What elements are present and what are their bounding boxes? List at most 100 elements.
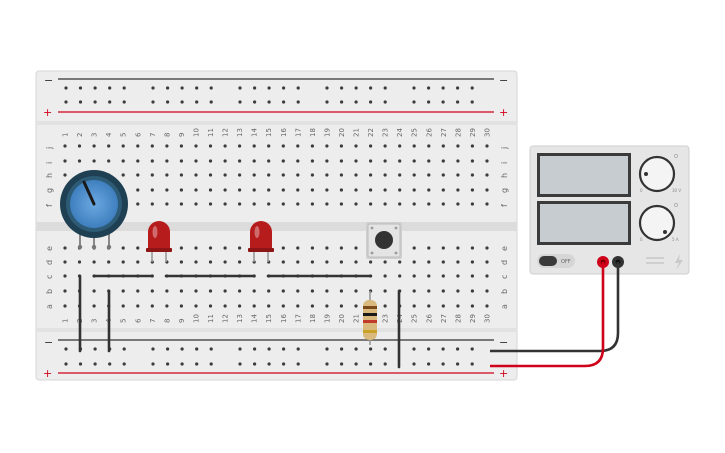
hole[interactable] xyxy=(456,173,460,177)
hole[interactable] xyxy=(252,159,256,163)
rail-hole[interactable] xyxy=(180,362,184,366)
hole[interactable] xyxy=(194,173,198,177)
hole[interactable] xyxy=(383,304,387,308)
hole[interactable] xyxy=(296,144,300,148)
hole[interactable] xyxy=(223,202,227,206)
hole[interactable] xyxy=(485,289,489,293)
rail-hole[interactable] xyxy=(267,347,271,351)
hole[interactable] xyxy=(238,202,242,206)
hole[interactable] xyxy=(63,144,67,148)
hole[interactable] xyxy=(354,202,358,206)
hole[interactable] xyxy=(325,173,329,177)
hole[interactable] xyxy=(136,304,140,308)
hole[interactable] xyxy=(369,144,373,148)
hole[interactable] xyxy=(427,173,431,177)
negative-lead-wire[interactable] xyxy=(490,262,620,353)
hole[interactable] xyxy=(441,159,445,163)
rail-hole[interactable] xyxy=(166,86,170,90)
hole[interactable] xyxy=(441,202,445,206)
hole[interactable] xyxy=(136,188,140,192)
hole[interactable] xyxy=(107,260,111,264)
hole[interactable] xyxy=(398,274,402,278)
resistor[interactable] xyxy=(363,291,377,345)
hole[interactable] xyxy=(485,260,489,264)
hole[interactable] xyxy=(485,246,489,250)
hole[interactable] xyxy=(296,202,300,206)
hole[interactable] xyxy=(427,188,431,192)
hole[interactable] xyxy=(63,173,67,177)
hole[interactable] xyxy=(150,173,154,177)
hole[interactable] xyxy=(485,188,489,192)
hole[interactable] xyxy=(339,188,343,192)
hole[interactable] xyxy=(281,202,285,206)
hole[interactable] xyxy=(398,188,402,192)
hole[interactable] xyxy=(77,144,82,148)
hole[interactable] xyxy=(296,159,300,163)
hole[interactable] xyxy=(238,304,242,308)
rail-hole[interactable] xyxy=(282,347,286,351)
rail-hole[interactable] xyxy=(93,362,97,366)
hole[interactable] xyxy=(296,304,300,308)
hole[interactable] xyxy=(150,289,154,293)
hole[interactable] xyxy=(339,304,343,308)
rail-hole[interactable] xyxy=(64,347,68,351)
hole[interactable] xyxy=(77,159,82,163)
hole[interactable] xyxy=(441,304,445,308)
hole[interactable] xyxy=(354,188,358,192)
hole[interactable] xyxy=(456,159,460,163)
hole[interactable] xyxy=(267,173,271,177)
hole[interactable] xyxy=(427,159,431,163)
hole[interactable] xyxy=(441,188,445,192)
hole[interactable] xyxy=(194,188,198,192)
rail-hole[interactable] xyxy=(354,100,358,104)
hole[interactable] xyxy=(63,246,67,250)
rail-hole[interactable] xyxy=(180,100,184,104)
hole[interactable] xyxy=(383,144,387,148)
rail-hole[interactable] xyxy=(325,347,329,351)
hole[interactable] xyxy=(296,188,300,192)
rail-hole[interactable] xyxy=(78,100,83,104)
hole[interactable] xyxy=(165,202,169,206)
hole[interactable] xyxy=(470,188,474,192)
hole[interactable] xyxy=(325,260,329,264)
rail-hole[interactable] xyxy=(296,362,300,366)
hole[interactable] xyxy=(223,173,227,177)
rail-hole[interactable] xyxy=(209,347,213,351)
hole[interactable] xyxy=(136,260,140,264)
rail-hole[interactable] xyxy=(427,86,431,90)
hole[interactable] xyxy=(427,260,431,264)
rail-hole[interactable] xyxy=(166,362,170,366)
hole[interactable] xyxy=(208,260,213,264)
rail-hole[interactable] xyxy=(325,86,329,90)
hole[interactable] xyxy=(281,144,285,148)
hole[interactable] xyxy=(310,188,314,192)
rail-hole[interactable] xyxy=(151,100,155,104)
rail-hole[interactable] xyxy=(122,362,126,366)
hole[interactable] xyxy=(470,260,474,264)
board-wires[interactable] xyxy=(78,274,401,369)
hole[interactable] xyxy=(456,202,460,206)
hole[interactable] xyxy=(383,202,387,206)
hole[interactable] xyxy=(136,159,140,163)
hole[interactable] xyxy=(121,173,125,177)
hole[interactable] xyxy=(208,246,213,250)
hole[interactable] xyxy=(470,289,474,293)
hole[interactable] xyxy=(150,188,154,192)
voltage-knob[interactable] xyxy=(638,155,676,193)
hole[interactable] xyxy=(150,304,154,308)
rail-hole[interactable] xyxy=(354,362,358,366)
hole[interactable] xyxy=(121,159,125,163)
hole[interactable] xyxy=(470,304,474,308)
hole[interactable] xyxy=(354,289,358,293)
hole[interactable] xyxy=(296,246,300,250)
hole[interactable] xyxy=(470,159,474,163)
rail-hole[interactable] xyxy=(108,86,112,90)
hole[interactable] xyxy=(77,260,82,264)
rail-hole[interactable] xyxy=(412,347,416,351)
rail-hole[interactable] xyxy=(93,100,97,104)
rail-hole[interactable] xyxy=(369,362,373,366)
hole[interactable] xyxy=(179,260,183,264)
hole[interactable] xyxy=(121,304,125,308)
hole[interactable] xyxy=(179,246,183,250)
